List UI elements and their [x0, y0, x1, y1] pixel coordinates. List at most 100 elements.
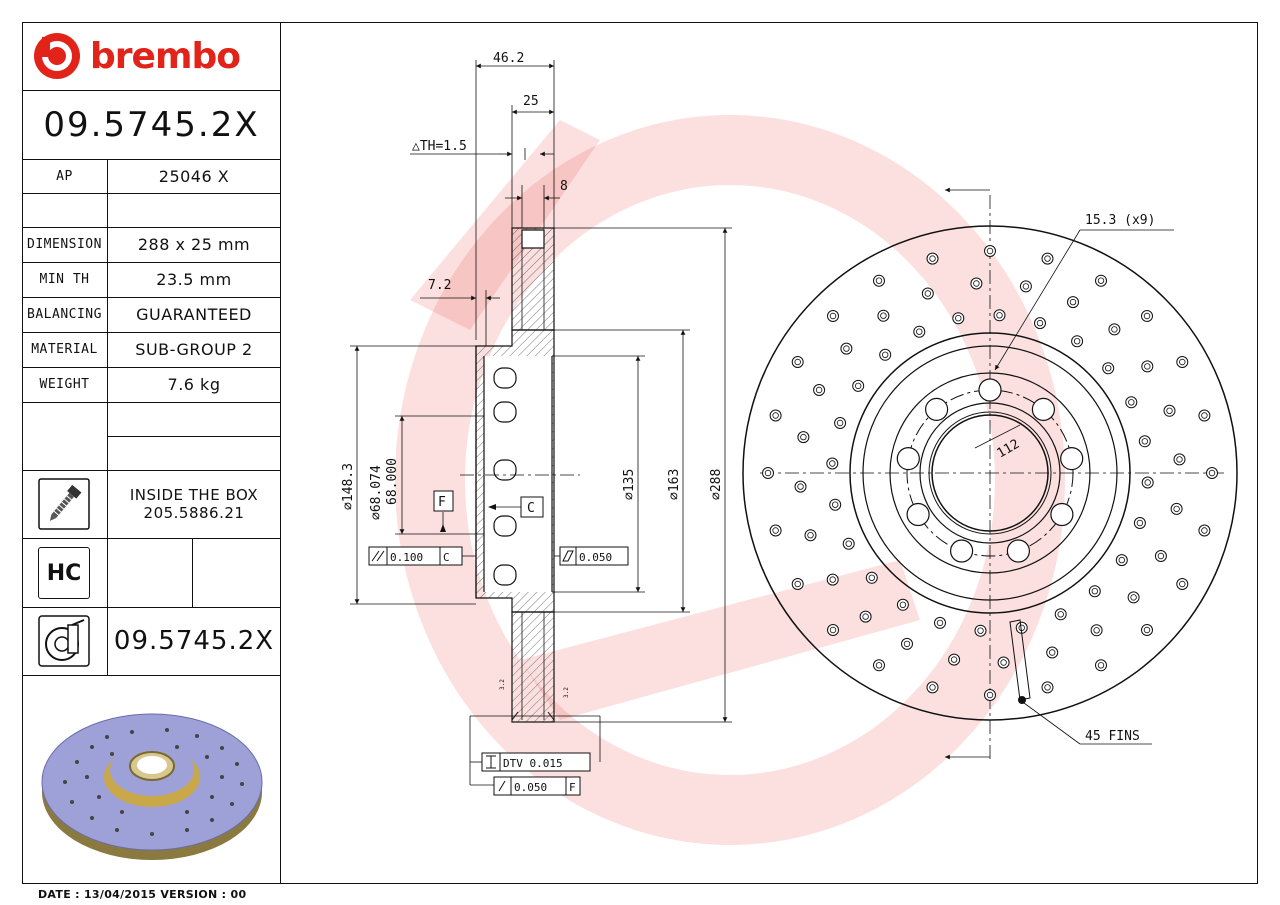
- cross-drill-hole: [829, 498, 842, 511]
- dim-pcd: 112: [995, 437, 1023, 462]
- dim-d163: ⌀163: [667, 469, 682, 500]
- cross-drill-hole: [794, 480, 807, 493]
- disc-profile-icon: [38, 615, 90, 667]
- cross-drill-hole: [896, 598, 909, 611]
- datum-c-triangle: [488, 504, 496, 510]
- cross-drill-hole: [1141, 360, 1154, 373]
- dtv-frame: [481, 752, 591, 772]
- parallel-tolerance: 0.100: [390, 551, 423, 564]
- section-view: [475, 227, 555, 723]
- cross-drill-hole: [1141, 310, 1153, 322]
- cross-drill-hole: [1206, 467, 1218, 479]
- row-value-min-th: 23.5 mm: [156, 270, 232, 289]
- cross-drill-hole: [1141, 624, 1153, 636]
- row-label-dimension: DIMENSION: [27, 237, 102, 252]
- cross-drill-hole: [827, 624, 839, 636]
- cross-drill-hole: [877, 309, 890, 322]
- row-label-material: MATERIAL: [31, 342, 98, 357]
- cross-drill-hole: [834, 417, 847, 429]
- cross-drill-hole: [921, 287, 934, 300]
- cross-drill-hole: [1133, 517, 1146, 529]
- bolt-hole: [978, 378, 1002, 402]
- row-label-balancing: BALANCING: [27, 307, 102, 322]
- cross-drill-hole: [797, 431, 810, 444]
- hc-text: HC: [46, 560, 82, 586]
- inside-box-part: 205.5886.21: [143, 504, 245, 522]
- datum-c-label: C: [527, 501, 535, 516]
- cross-drill-hole: [1170, 502, 1183, 515]
- cross-drill-hole: [1054, 608, 1067, 621]
- cross-drill-hole: [859, 610, 872, 623]
- cross-drill-hole: [826, 457, 839, 470]
- cross-drill-hole: [1019, 280, 1032, 293]
- cross-drill-hole: [852, 379, 865, 392]
- cross-drill-hole: [791, 356, 804, 368]
- row-value-material: SUB-GROUP 2: [135, 340, 253, 359]
- datum-c-box: [520, 496, 544, 518]
- cross-drill-hole: [1173, 453, 1186, 466]
- row-value-balancing: GUARANTEED: [136, 305, 252, 324]
- screw-icon: [38, 478, 90, 530]
- row-value-ap: 25046 X: [158, 166, 230, 186]
- footer-date-version: DATE : 13/04/2015 VERSION : 00: [38, 888, 247, 901]
- info-panel: brembo 09.5745.2X AP 25046 X DIMENSION 2…: [22, 22, 281, 884]
- row-label-min-th: MIN TH: [39, 272, 90, 287]
- cross-drill-hole: [1163, 404, 1176, 417]
- cross-drill-hole: [1041, 681, 1054, 694]
- dim-d135: ⌀135: [622, 469, 637, 500]
- bolt-hole: [1050, 502, 1074, 527]
- dim-vane: 8: [560, 179, 568, 194]
- cross-drill-hole: [1095, 659, 1107, 672]
- inside-box-title: INSIDE THE BOX: [129, 486, 259, 504]
- cross-drill-hole: [879, 348, 892, 361]
- cross-drill-hole: [934, 616, 946, 629]
- cross-drill-hole: [791, 578, 804, 590]
- dim-d68b: 68.000: [385, 458, 400, 505]
- cross-drill-hole: [952, 312, 965, 325]
- cross-drill-hole: [1046, 646, 1059, 659]
- drill-holes: [762, 245, 1218, 701]
- bolt-hole: [1031, 397, 1056, 421]
- disc-product-image: [41, 713, 263, 860]
- dim-hat-offset: 7.2: [428, 278, 451, 293]
- cross-drill-hole: [813, 384, 826, 396]
- cross-drill-hole: [769, 524, 782, 537]
- row-value-weight: 7.6 kg: [167, 375, 221, 394]
- cross-drill-hole: [901, 637, 913, 650]
- small-dim-right: 3.2: [563, 687, 570, 698]
- front-view: [742, 187, 1238, 760]
- fin-marker: [1018, 696, 1026, 704]
- cross-drill-hole: [840, 342, 853, 355]
- parallel-ref: C: [443, 551, 450, 564]
- cross-drill-hole: [1095, 274, 1107, 287]
- datum-f-label: F: [438, 495, 446, 510]
- cross-drill-hole: [1041, 252, 1054, 265]
- cross-drill-hole: [1198, 409, 1211, 422]
- cross-drill-hole: [865, 571, 878, 584]
- section-dimensions: [350, 60, 732, 786]
- cross-drill-hole: [974, 624, 987, 637]
- cross-drill-hole: [997, 656, 1010, 669]
- cross-drill-hole: [1108, 323, 1121, 336]
- dim-d68a: ⌀68.074: [369, 465, 384, 520]
- dim-d288: ⌀288: [709, 469, 724, 500]
- cross-drill-hole: [993, 309, 1006, 322]
- cross-drill-hole: [1141, 476, 1154, 489]
- row-label-weight: WEIGHT: [39, 377, 90, 392]
- cross-drill-hole: [926, 681, 939, 694]
- bolt-hole: [924, 397, 949, 421]
- brand-logo: brembo: [22, 22, 281, 90]
- drawing-frame: [22, 22, 1258, 884]
- cross-drill-hole: [970, 277, 983, 290]
- lower-ring-section: [511, 611, 555, 723]
- row-label-ap: AP: [56, 168, 73, 184]
- bolt-hole: [949, 539, 974, 563]
- cross-drill-hole: [1067, 296, 1079, 309]
- bolt-hole: [896, 447, 920, 471]
- cross-drill-hole: [1088, 585, 1101, 598]
- runout-frame: [493, 776, 581, 796]
- cross-drill-hole: [873, 659, 885, 672]
- cross-drill-hole: [1127, 591, 1140, 604]
